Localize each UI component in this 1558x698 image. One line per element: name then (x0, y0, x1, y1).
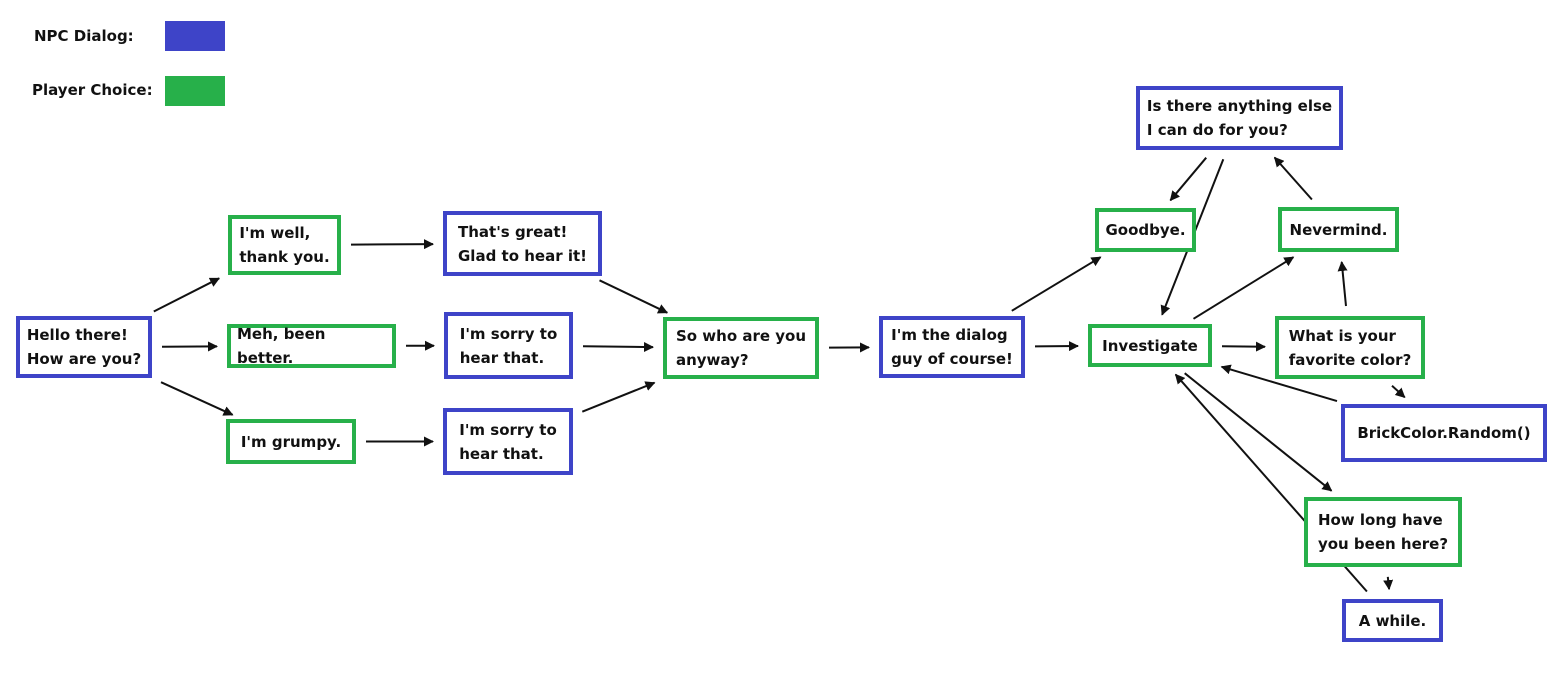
legend-npc-label: NPC Dialog: (34, 27, 134, 45)
node-favorite-color: What is your favorite color? (1275, 316, 1425, 379)
legend-player-swatch (165, 76, 225, 106)
edge-color-to-nevermind (1337, 261, 1348, 307)
node-meh-been-better: Meh, been better. (227, 324, 396, 368)
edge-investigate-to-color (1221, 341, 1266, 352)
edge-well-to-great (350, 239, 434, 250)
node-im-grumpy: I'm grumpy. (226, 419, 356, 464)
node-investigate: Investigate (1088, 324, 1212, 367)
node-a-while: A while. (1342, 599, 1443, 642)
edge-anything-to-goodbye (1169, 157, 1207, 202)
legend-player-label: Player Choice: (32, 81, 153, 99)
node-sorry-2: I'm sorry to hear that. (443, 408, 573, 475)
edge-howlong-to-awhile (1383, 576, 1394, 591)
legend-npc-swatch (165, 21, 225, 51)
edge-investigate-to-nevermind (1192, 256, 1295, 320)
edge-sorry2-to-who (581, 381, 656, 413)
edge-dialogguy-to-goodbye (1011, 256, 1102, 312)
edge-sorry1-to-who (582, 341, 654, 352)
node-dialog-guy: I'm the dialog guy of course! (879, 316, 1025, 378)
edge-investigate-to-howlong (1184, 372, 1333, 492)
edge-brick-to-investigate (1220, 364, 1338, 403)
edge-great-to-who (599, 279, 669, 314)
node-sorry-1: I'm sorry to hear that. (444, 312, 573, 379)
node-brickcolor-random: BrickColor.Random() (1341, 404, 1547, 462)
node-who-are-you: So who are you anyway? (663, 317, 819, 379)
edge-hello-to-grumpy (160, 381, 234, 416)
node-goodbye: Goodbye. (1095, 208, 1196, 252)
edge-color-to-brick (1391, 384, 1406, 399)
node-anything-else: Is there anything else I can do for you? (1136, 86, 1343, 150)
node-thats-great: That's great! Glad to hear it! (443, 211, 602, 276)
edge-hello-to-well (153, 277, 220, 313)
node-nevermind: Nevermind. (1278, 207, 1399, 252)
node-im-well: I'm well, thank you. (228, 215, 341, 275)
edge-nevermind-to-anything (1273, 156, 1313, 201)
node-hello-there: Hello there! How are you? (16, 316, 152, 378)
node-how-long: How long have you been here? (1304, 497, 1462, 567)
